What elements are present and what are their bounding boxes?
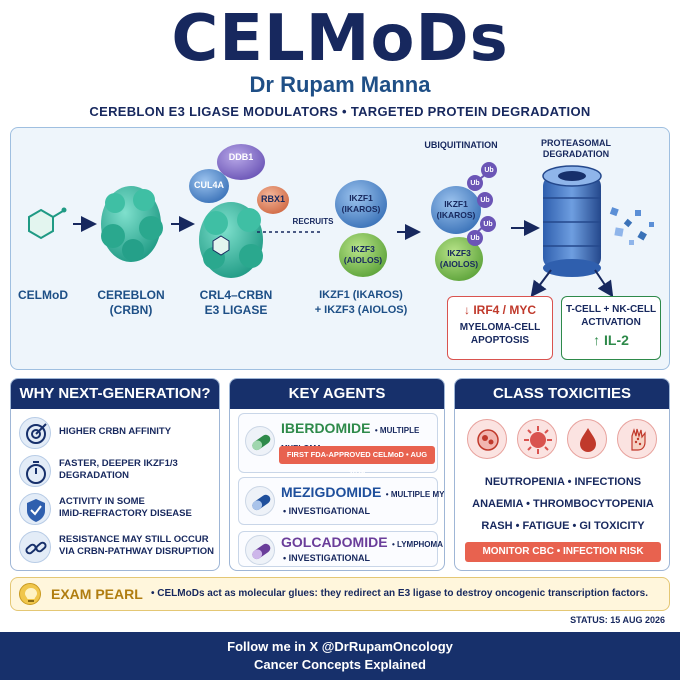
- agent-name: MEZIGDOMIDE: [281, 484, 382, 500]
- why-item: FASTER, DEEPER IKZF1/3 DEGRADATION: [19, 453, 219, 489]
- why-item-text: HIGHER CRBN AFFINITY: [59, 426, 172, 437]
- agent-mezigdomide: MEZIGDOMIDE • MULTIPLE MYELOMA • INVESTI…: [238, 477, 444, 525]
- target-icon: [19, 417, 51, 449]
- exam-pearl-text: • CELMoDs act as molecular glues: they r…: [151, 588, 648, 599]
- cereblon-protein-icon: [101, 186, 163, 262]
- agent-status: • INVESTIGATIONAL: [283, 506, 370, 516]
- stopwatch-icon: [19, 455, 51, 487]
- page-title: CELMoDs: [171, 2, 509, 76]
- monitor-badge: MONITOR CBC • INFECTION RISK: [465, 542, 661, 562]
- recruits-label: RECRUITS: [292, 217, 334, 226]
- ubiquitinated-ikzf3-icon: [435, 237, 483, 281]
- toxicity-line: RASH • FATIGUE • GI TOXICITY: [481, 520, 645, 532]
- key-agents-card: KEY AGENTS IBERDOMIDE • MULTIPLE MYELOMA…: [229, 378, 445, 571]
- agent-iberdomide: IBERDOMIDE • MULTIPLE MYELOMA FIRST FDA-…: [238, 413, 438, 477]
- why-item-text: FASTER, DEEPER IKZF1/3 DEGRADATION: [59, 458, 178, 481]
- proteasome-icon: [542, 165, 602, 277]
- il2-text: ↑ IL-2: [593, 332, 629, 348]
- cereblon-label: CEREBLON (CRBN): [97, 288, 165, 317]
- why-item: RESISTANCE MAY STILL OCCUR VIA CRBN-PATH…: [19, 529, 219, 565]
- agent-indication: • LYMPHOMA: [392, 540, 443, 549]
- agent-status: • INVESTIGATIONAL: [283, 553, 370, 563]
- mechanism-panel: DDB1 CUL4A RBX1 RECRUITS IKZF1 (IKAROS) …: [10, 127, 670, 370]
- exam-pearl-label: EXAM PEARL: [51, 586, 143, 602]
- why-card-title: WHY NEXT-GENERATION?: [11, 379, 219, 409]
- toxicity-icons-row: [455, 419, 669, 463]
- crl4-crbn-label: CRL4–CRBN E3 LIGASE: [199, 288, 273, 317]
- exam-pearl-banner: EXAM PEARL • CELMoDs act as molecular gl…: [10, 577, 670, 611]
- author-name: Dr Rupam Manna: [249, 72, 431, 97]
- ikzf3-blob-label: IKZF3 (AIOLOS): [343, 244, 383, 265]
- ub-tag: Ub: [470, 235, 480, 242]
- proteasomal-label: PROTEASOMAL DEGRADATION: [540, 138, 611, 159]
- toxicities-card: CLASS TOXICITIES NEUTROPENIA • INFECTION…: [454, 378, 670, 571]
- ub-tag: Ub: [470, 180, 480, 187]
- footer-tagline: Cancer Concepts Explained: [254, 657, 426, 672]
- rash-hand-icon: [617, 419, 657, 459]
- toxicity-line: NEUTROPENIA • INFECTIONS: [484, 476, 642, 488]
- why-item: ACTIVITY IN SOME IMiD-REFRACTORY DISEASE: [19, 491, 219, 527]
- ubiquitination-label: UBIQUITINATION: [424, 140, 498, 150]
- why-item-text: RESISTANCE MAY STILL OCCUR VIA CRBN-PATH…: [59, 534, 215, 557]
- page-subtitle: CEREBLON E3 LIGASE MODULATORS • TARGETED…: [89, 104, 591, 119]
- ubiquitin-chain-icon: [467, 162, 497, 246]
- apoptosis-text: MYELOMA-CELL APOPTOSIS: [459, 322, 541, 346]
- shield-check-icon: [19, 493, 51, 525]
- ikzf-targets-label: IKZF1 (IKAROS) + IKZF3 (AIOLOS): [314, 289, 408, 316]
- footer-follow-text[interactable]: Follow me in X @DrRupamOncology: [227, 639, 453, 654]
- immune-outcome-box: T-CELL + NK-CELL ACTIVATION ↑ IL-2: [561, 296, 661, 360]
- tcell-nk-text: T-CELL + NK-CELL ACTIVATION: [565, 304, 657, 328]
- ub-tag: Ub: [484, 167, 494, 174]
- peptide-fragments-icon: [609, 207, 654, 245]
- lightbulb-icon: [19, 583, 41, 605]
- neutrophil-icon: [467, 419, 507, 459]
- celmod-molecule-icon: [28, 207, 67, 240]
- celmod-label: CELMoD: [18, 288, 68, 302]
- mechanism-diagram: [28, 144, 654, 298]
- pill-icon: [245, 486, 275, 516]
- myeloma-outcome-box: ↓ IRF4 / MYC MYELOMA-CELL APOPTOSIS: [447, 296, 553, 360]
- blood-drop-icon: [567, 419, 607, 459]
- agent-name: IBERDOMIDE: [281, 420, 371, 436]
- virus-icon: [517, 419, 557, 459]
- why-item-text: ACTIVITY IN SOME IMiD-REFRACTORY DISEASE: [59, 496, 192, 519]
- status-date: STATUS: 15 AUG 2026: [570, 615, 665, 625]
- ikzf1-protein-icon: [335, 180, 387, 228]
- pill-icon: [245, 426, 275, 456]
- ikzf3-ub-label: IKZF3 (AIOLOS): [439, 248, 479, 269]
- agent-name: GOLCADOMIDE: [281, 534, 388, 550]
- toxicities-card-title: CLASS TOXICITIES: [455, 379, 669, 409]
- cul4a-label: CUL4A: [193, 180, 224, 190]
- ikzf1-blob-label: IKZF1 (IKAROS): [341, 193, 381, 214]
- ub-tag: Ub: [483, 221, 493, 228]
- ubiquitinated-ikzf1-icon: [431, 186, 481, 234]
- why-next-gen-card: WHY NEXT-GENERATION? HIGHER CRBN AFFINIT…: [10, 378, 220, 571]
- rbx1-label: RBX1: [260, 194, 285, 204]
- ikzf1-ub-label: IKZF1 (IKAROS): [436, 199, 476, 220]
- agent-golcadomide: GOLCADOMIDE • LYMPHOMA • INVESTIGATIONAL: [238, 531, 443, 567]
- agents-card-title: KEY AGENTS: [230, 379, 444, 409]
- ub-tag: Ub: [480, 197, 490, 204]
- why-item: HIGHER CRBN AFFINITY: [19, 415, 219, 451]
- ikzf3-protein-icon: [339, 233, 387, 277]
- pill-icon: [245, 535, 275, 565]
- fda-approval-badge: FIRST FDA-APPROVED CELMoD • AUG 2026: [279, 446, 435, 477]
- ddb1-label: DDB1: [228, 152, 254, 162]
- broken-link-icon: [19, 531, 51, 563]
- agent-indication: • MULTIPLE MYELOMA: [385, 490, 445, 499]
- footer: Follow me in X @DrRupamOncology Cancer C…: [0, 632, 680, 680]
- toxicity-line: ANAEMIA • THROMBOCYTOPENIA: [472, 498, 654, 510]
- irf4-myc-text: ↓ IRF4 / MYC: [463, 303, 536, 317]
- crl4-crbn-complex-icon: [189, 144, 289, 278]
